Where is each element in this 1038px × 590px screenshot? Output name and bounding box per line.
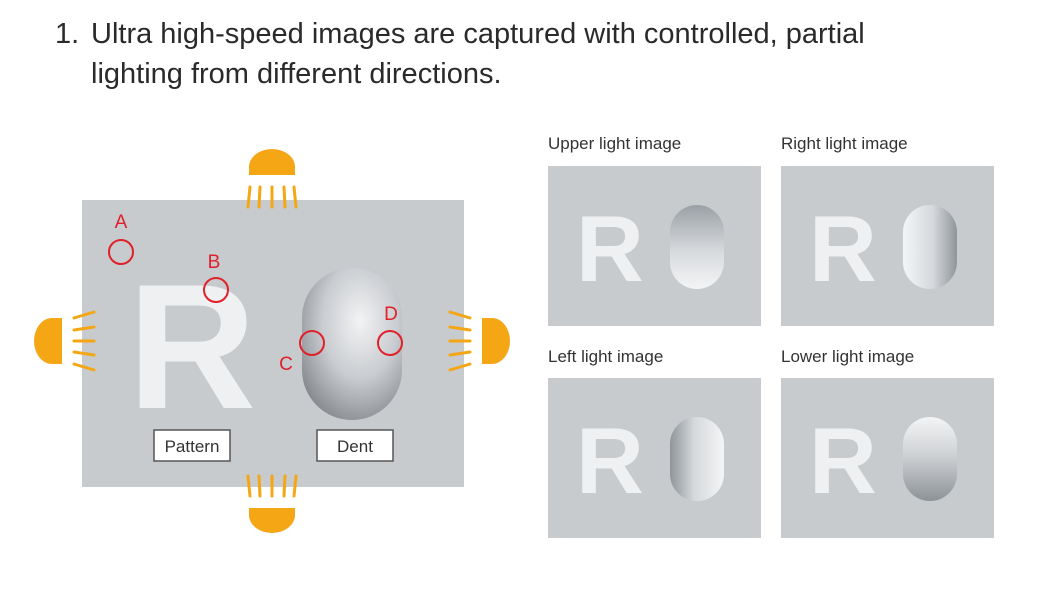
thumbnail-right: Right light image R xyxy=(781,134,994,326)
left-lamp-icon xyxy=(34,310,96,372)
pattern-letter: R xyxy=(128,247,257,446)
marker-b-label: B xyxy=(208,252,221,273)
lower-lamp-icon xyxy=(246,474,298,533)
thumbnail-lower: Lower light image R xyxy=(781,347,994,538)
marker-c-label: C xyxy=(279,354,293,375)
thumbnail-letter: R xyxy=(809,196,877,301)
marker-b-circle xyxy=(203,277,229,303)
thumbnail-label: Left light image xyxy=(548,347,663,366)
dent-label: Dent xyxy=(337,437,373,456)
marker-d-label: D xyxy=(384,304,398,325)
thumbnail-dent xyxy=(903,417,957,501)
thumbnail-label: Lower light image xyxy=(781,347,914,366)
thumbnail-dent xyxy=(903,205,957,289)
thumbnail-upper: Upper light image R xyxy=(548,134,761,326)
thumbnail-left: Left light image R xyxy=(548,347,761,538)
thumbnail-label: Right light image xyxy=(781,134,908,153)
heading-line-1: Ultra high-speed images are captured wit… xyxy=(91,18,865,50)
dent-shape xyxy=(302,268,402,420)
marker-c-circle xyxy=(299,330,325,356)
thumbnail-letter: R xyxy=(809,408,877,513)
thumbnail-letter: R xyxy=(576,408,644,513)
upper-lamp-icon xyxy=(246,149,298,209)
dent-label-box xyxy=(316,429,394,462)
thumbnail-dent xyxy=(670,205,724,289)
marker-a-label: A xyxy=(115,212,128,233)
right-lamp-icon xyxy=(448,310,510,372)
marker-a-circle xyxy=(108,239,134,265)
marker-d-circle xyxy=(377,330,403,356)
thumbnail-label: Upper light image xyxy=(548,134,681,153)
step-number: 1. xyxy=(55,18,80,50)
pattern-label-box xyxy=(153,429,231,462)
thumbnail-letter: R xyxy=(576,196,644,301)
instruction-heading: 1. Ultra high-speed images are captured … xyxy=(55,14,915,94)
pattern-label: Pattern xyxy=(165,437,220,456)
thumbnail-dent xyxy=(670,417,724,501)
heading-line-2: lighting from different directions. xyxy=(91,58,502,90)
